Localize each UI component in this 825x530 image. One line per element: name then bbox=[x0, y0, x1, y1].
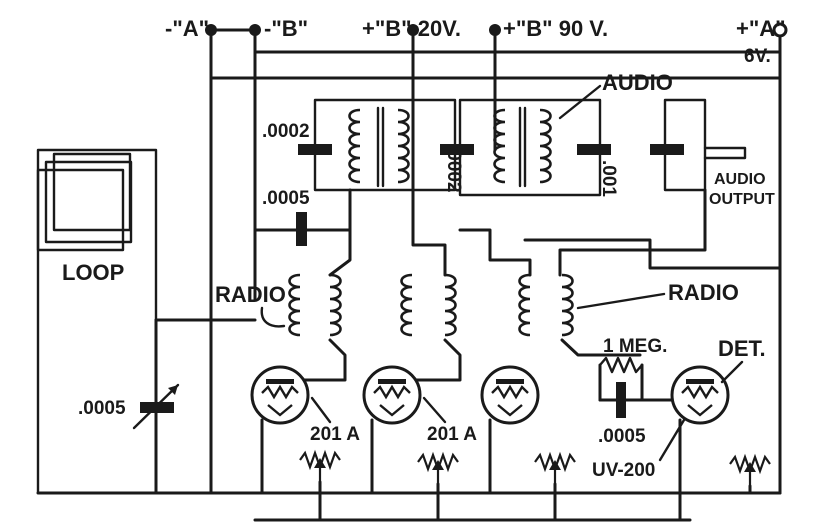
radio-left-arrow bbox=[260, 306, 286, 328]
rheostat-1 bbox=[298, 451, 342, 484]
loop-frame-3 bbox=[52, 152, 132, 232]
radio-right-label: RADIO bbox=[668, 280, 739, 305]
variable-cap bbox=[140, 402, 174, 413]
audio-arrow bbox=[558, 84, 602, 120]
a-neg-terminal bbox=[205, 24, 217, 36]
rheostat-3 bbox=[533, 453, 577, 486]
wire-coil1-top bbox=[328, 188, 352, 277]
wire-output bbox=[558, 188, 707, 277]
tube-2-arrow bbox=[422, 396, 447, 424]
audio-output-jack bbox=[703, 146, 747, 160]
wire-coil2-top bbox=[411, 213, 447, 277]
b20-terminal bbox=[407, 24, 419, 36]
wire-stage1-plate bbox=[298, 338, 347, 382]
tube-1-label: 201 A bbox=[310, 424, 360, 445]
cap-0005-top-label: .0005 bbox=[262, 188, 310, 209]
radio-coil-1b bbox=[329, 273, 342, 337]
radio-coil-3b bbox=[561, 273, 574, 337]
wire-stage2-plate bbox=[408, 338, 462, 382]
cap-0002-mid-label: .0002 bbox=[443, 145, 464, 193]
cap-001 bbox=[577, 144, 611, 155]
tube-1-arrow bbox=[310, 396, 332, 424]
cap-0005-var-label: .0005 bbox=[78, 398, 126, 419]
radio-coil-2b bbox=[444, 273, 457, 337]
b90-terminal bbox=[489, 24, 501, 36]
loop-frame-1 bbox=[36, 168, 125, 252]
a-pos-volts-label: 6V. bbox=[744, 46, 771, 67]
loop-outer bbox=[36, 148, 158, 495]
radio-coil-1a bbox=[288, 273, 301, 337]
det-arrow bbox=[720, 360, 744, 384]
radio-coil-3a bbox=[518, 273, 531, 337]
det-label: DET. bbox=[718, 336, 766, 361]
one-meg-label: 1 MEG. bbox=[603, 336, 667, 357]
tube-4-label: UV-200 bbox=[592, 460, 655, 481]
audio-output-label-1: AUDIO bbox=[714, 171, 766, 188]
b20-label: +"B" 20V. bbox=[362, 16, 461, 41]
cap-0002-left bbox=[298, 144, 332, 155]
a-pos-terminal bbox=[772, 22, 788, 38]
a-pos-label: +"A" bbox=[736, 16, 786, 41]
audio-coil-2a bbox=[493, 108, 506, 184]
variable-cap-arrowhead bbox=[168, 385, 178, 395]
b-neg-label: -"B" bbox=[264, 16, 308, 41]
cap-001-label: .001 bbox=[598, 160, 619, 197]
wire-coil3-top bbox=[458, 228, 532, 277]
cap-0005-top bbox=[296, 212, 307, 246]
audio-coil-1b bbox=[397, 108, 410, 184]
tube-1 bbox=[250, 365, 310, 425]
tube-det bbox=[670, 365, 730, 425]
cap-0005-grid-label: .0005 bbox=[598, 426, 646, 447]
variable-cap-arrow bbox=[132, 383, 180, 430]
wire-stage3-plate bbox=[560, 338, 642, 357]
rheostat-det bbox=[728, 455, 772, 488]
wire-det-plate-feed bbox=[523, 238, 782, 270]
tube-2-label: 201 A bbox=[427, 424, 477, 445]
tube-3 bbox=[480, 365, 540, 425]
cap-output bbox=[650, 144, 684, 155]
cap-0002-left-label: .0002 bbox=[262, 121, 310, 142]
radio-left-label: RADIO bbox=[215, 282, 286, 307]
audio-coil-1a bbox=[348, 108, 361, 184]
radio-coil-2a bbox=[400, 273, 413, 337]
radio-right-arrow bbox=[576, 292, 666, 310]
b90-label: +"B" 90 V. bbox=[503, 16, 608, 41]
grid-leak-resistor bbox=[598, 356, 644, 374]
audio-transformer-frame-1 bbox=[313, 98, 457, 192]
loop-label: LOOP bbox=[62, 260, 124, 285]
cap-0002-mid bbox=[440, 144, 474, 155]
audio-output-label-2: OUTPUT bbox=[709, 191, 775, 208]
a-neg-label: -"A" bbox=[165, 16, 209, 41]
cap-0005-grid bbox=[616, 382, 626, 418]
audio-coil-2b bbox=[539, 108, 552, 184]
b-neg-terminal bbox=[249, 24, 261, 36]
audio-label: AUDIO bbox=[602, 70, 673, 95]
tube-2 bbox=[362, 365, 422, 425]
rheostat-2 bbox=[416, 453, 460, 486]
